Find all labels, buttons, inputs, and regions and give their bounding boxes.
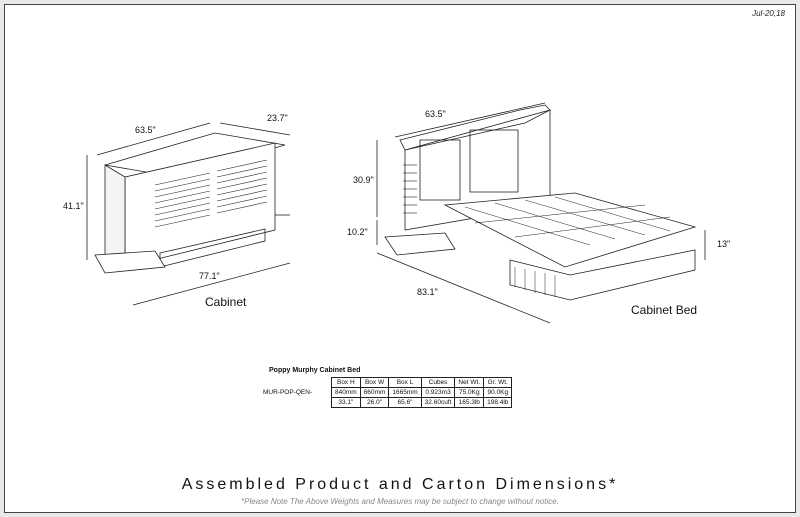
cabinet-caption: Cabinet <box>205 295 247 309</box>
cabinet-open-width-label: 77.1" <box>199 271 220 281</box>
bed-caption: Cabinet Bed <box>631 303 698 317</box>
page-title: Assembled Product and Carton Dimensions* <box>181 476 619 493</box>
table-row: 33.1" 26.0" 65.6" 32.60cuft 165.3lb 198.… <box>331 397 513 408</box>
cabinet-height-label: 41.1" <box>63 201 84 211</box>
table-title: Poppy Murphy Cabinet Bed <box>269 367 361 374</box>
table-cell: 0.923m3 <box>420 387 456 398</box>
bed-width-label: 63.5" <box>425 109 446 119</box>
header-cell: Box L <box>388 377 422 388</box>
spec-sheet: Jul-20,18 <box>4 4 796 513</box>
table-header-row: Box H Box W Box L Cubes Net Wt. Gr. Wt. <box>331 377 513 388</box>
header-cell: Cubes <box>420 377 456 388</box>
table-cell: 1665mm <box>388 387 422 398</box>
header-cell: Gr. Wt. <box>483 377 513 388</box>
table-cell: 33.1" <box>331 397 361 408</box>
date-stamp: Jul-20,18 <box>752 9 785 18</box>
cabinet-depth-label: 23.7" <box>267 113 288 123</box>
table-cell: 840mm <box>331 387 361 398</box>
table-cell: 65.6" <box>388 397 422 408</box>
header-cell: Net Wt. <box>454 377 485 388</box>
sku-label: MUR-POP-QEN- <box>263 389 313 396</box>
table-cell: 75.0Kg <box>454 387 485 398</box>
product-drawings <box>86 102 706 324</box>
table-cell: 660mm <box>359 387 390 398</box>
cabinet-louvers <box>154 159 268 228</box>
bed-head-height-label: 30.9" <box>353 175 374 185</box>
disclaimer-note: *Please Note The Above Weights and Measu… <box>241 497 559 506</box>
cabinet-bed-drawing <box>376 102 706 324</box>
table-cell: 165.3lb <box>454 397 485 408</box>
table-row: 840mm 660mm 1665mm 0.923m3 75.0Kg 90.0Kg <box>331 387 513 398</box>
cabinet-drawing <box>86 122 291 306</box>
carton-spec-table: Box H Box W Box L Cubes Net Wt. Gr. Wt. … <box>331 377 513 408</box>
table-cell: 90.0Kg <box>483 387 513 398</box>
table-cell: 198.4lb <box>483 397 513 408</box>
bed-base-height-label: 10.2" <box>347 227 368 237</box>
bed-leg-height-label: 13" <box>717 239 731 249</box>
header-cell: Box H <box>331 377 361 388</box>
cabinet-width-label: 63.5" <box>135 125 156 135</box>
table-cell: 32.60cuft <box>420 397 456 408</box>
bed-length-label: 83.1" <box>417 287 438 297</box>
table-cell: 26.0" <box>359 397 390 408</box>
header-cell: Box W <box>359 377 390 388</box>
